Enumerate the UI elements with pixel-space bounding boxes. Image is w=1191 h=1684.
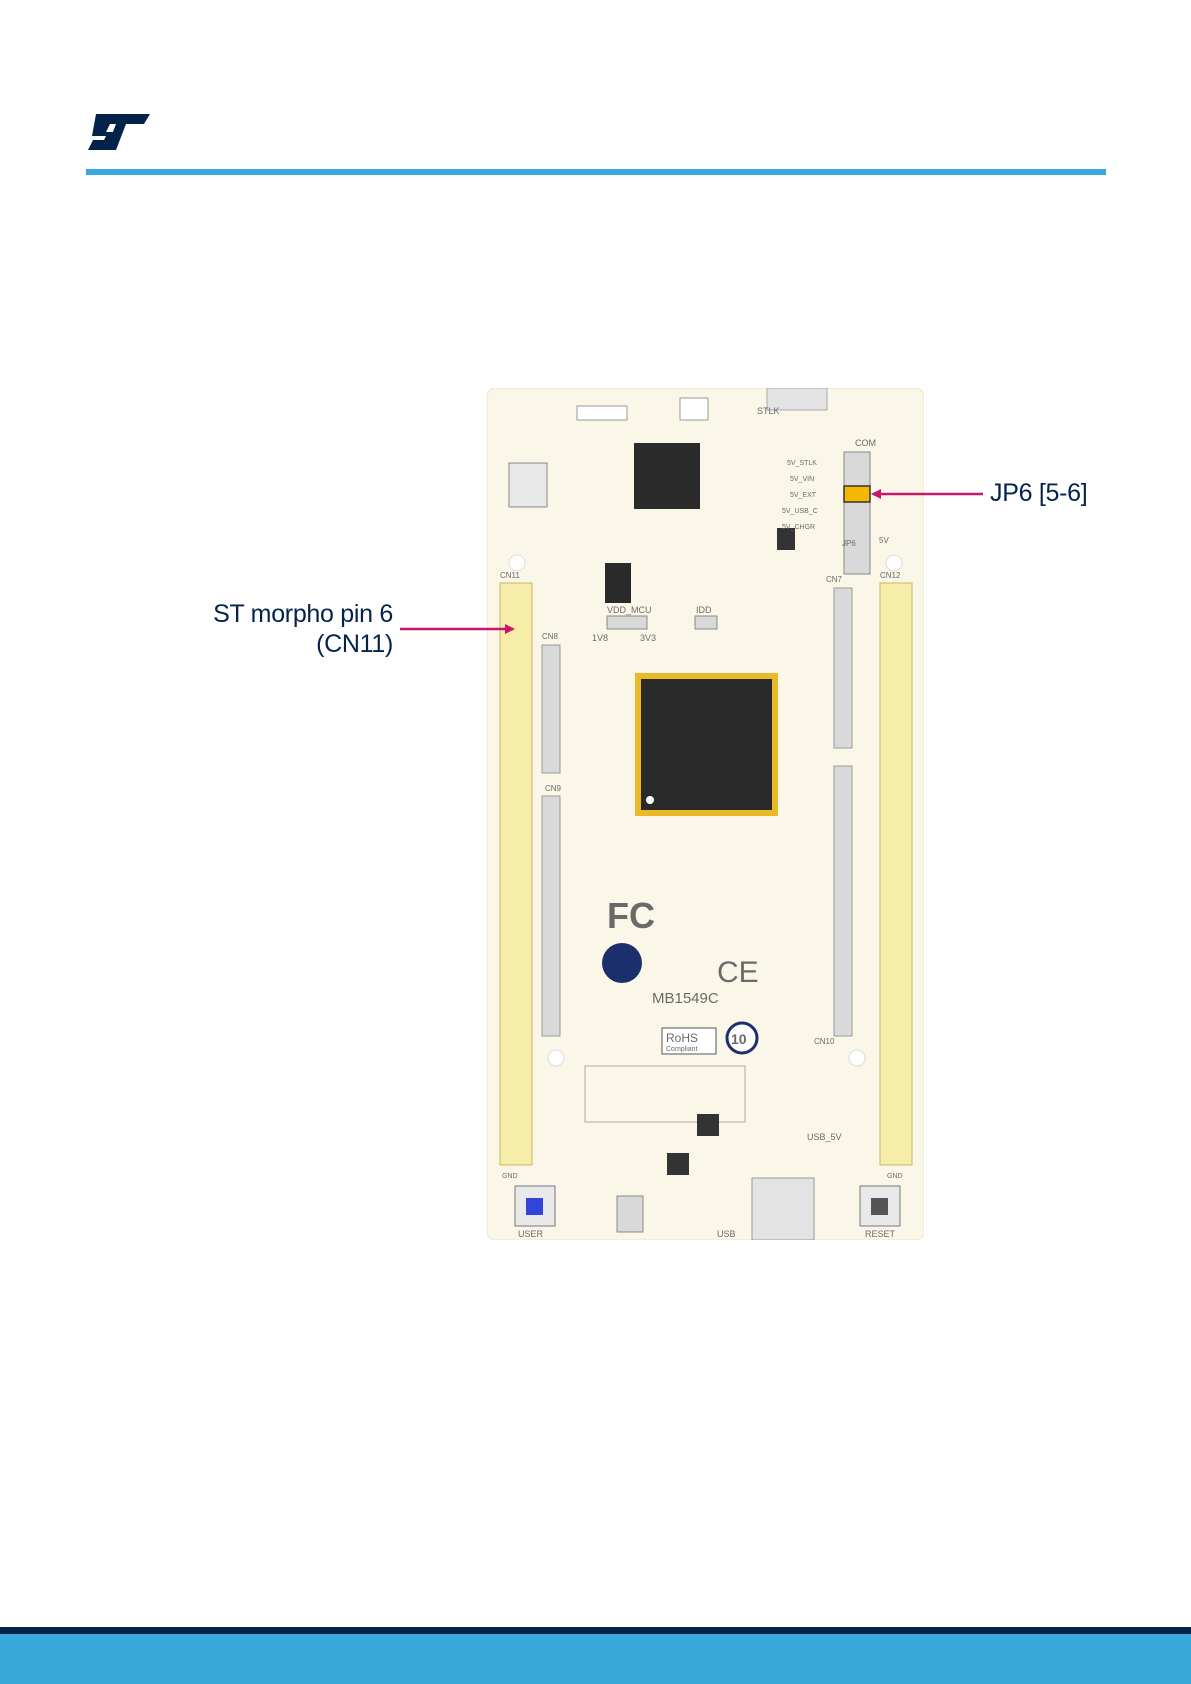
footer-blue-band — [0, 1634, 1191, 1684]
jp6-row-2: 5V_EXT — [790, 492, 817, 499]
morpho-callout-line2: (CN11) — [213, 629, 393, 659]
five-v-label: 5V — [879, 536, 889, 545]
rohs-label: RoHS — [666, 1031, 698, 1045]
cn12-header — [880, 583, 912, 1165]
cn12-label: CN12 — [880, 571, 901, 580]
stlk-label: STLK — [757, 406, 780, 416]
cn10-label: CN10 — [814, 1037, 835, 1046]
v1v8-label: 1V8 — [592, 633, 608, 643]
cn8-label: CN8 — [542, 632, 559, 641]
ten-mark: 10 — [731, 1031, 747, 1047]
st-logo-icon — [86, 110, 152, 154]
board-name-label: MB1549C — [652, 990, 719, 1007]
reset-button-label: RESET — [865, 1229, 896, 1239]
ce-mark: CE — [717, 956, 759, 989]
cn11-header — [500, 583, 532, 1165]
gnd-label-left: GND — [502, 1173, 518, 1180]
fc-mark: FC — [607, 895, 655, 936]
jp6-row-3: 5V_USB_C — [782, 508, 818, 515]
cn9-label: CN9 — [545, 784, 562, 793]
rohs-sub-label: Compliant — [666, 1046, 698, 1053]
nucleo-board-diagram: STLK COM 5V_STLK 5V_VIN 5V_EXT 5V_USB_C … — [487, 388, 924, 1240]
com-label: COM — [855, 438, 876, 448]
morpho-callout-line1: ST morpho pin 6 — [213, 599, 393, 629]
idd-label: IDD — [696, 605, 712, 615]
jp6-jumper-highlight — [844, 486, 870, 502]
jp6-label: JP6 — [842, 539, 856, 548]
cn7-label: CN7 — [826, 575, 843, 584]
jp6-row-4: 5V_CHGR — [782, 524, 815, 531]
gnd-label-right: GND — [887, 1173, 903, 1180]
usb-label: USB — [717, 1229, 736, 1239]
vdd-mcu-label: VDD_MCU — [607, 605, 652, 615]
cn11-label: CN11 — [500, 571, 520, 580]
jp6-row-1: 5V_VIN — [790, 476, 814, 483]
usb-5v-label: USB_5V — [807, 1132, 842, 1142]
jp6-callout-label: JP6 [5-6] — [990, 478, 1087, 508]
footer-dark-band — [0, 1627, 1191, 1634]
user-button-label: USER — [518, 1229, 544, 1239]
morpho-pin-callout-label: ST morpho pin 6 (CN11) — [213, 599, 393, 659]
v3v3-label: 3V3 — [640, 633, 656, 643]
header-rule — [86, 169, 1106, 175]
jp6-row-0: 5V_STLK — [787, 460, 817, 467]
